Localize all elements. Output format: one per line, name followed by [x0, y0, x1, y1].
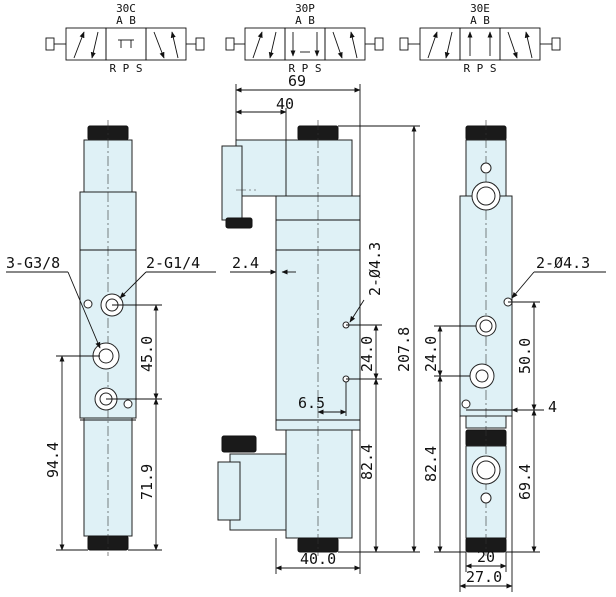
dim-82-rear: 82.4: [422, 446, 440, 482]
dim-holes-side: 2-Ø4.3: [366, 242, 384, 296]
symbol-top-ports: A B: [470, 14, 490, 27]
valve-symbol-30e: 30E A B R P S: [399, 2, 561, 75]
side-view: 69 40 207.8 2.4 2-Ø4.3 24.0 6.5 82.4 40.…: [217, 72, 420, 574]
port-label-left: 3-G3/8: [6, 254, 60, 272]
dim-40: 40: [276, 95, 294, 113]
dim-27: 27.0: [466, 568, 502, 586]
symbol-bottom-ports: R P S: [288, 62, 321, 75]
dim-45: 45.0: [138, 336, 156, 372]
symbol-title: 30C: [116, 2, 136, 15]
dim-69: 69: [288, 72, 306, 90]
dim-2-4: 2.4: [232, 254, 259, 272]
dim-24-side: 24.0: [358, 336, 376, 372]
dim-40-base: 40.0: [300, 550, 336, 568]
valve-symbol-30p: 30P A B R P S: [225, 2, 384, 75]
symbol-top-ports: A B: [116, 14, 136, 27]
rear-view: 2-Ø4.3 24.0 50.0 4 82.4 69.4 20 27.0: [422, 120, 606, 592]
dim-50: 50.0: [516, 338, 534, 374]
symbol-title: 30E: [470, 2, 490, 15]
dim-71: 71.9: [138, 464, 156, 500]
port-label-right: 2-G1/4: [146, 254, 200, 272]
front-view: 3-G3/8 2-G1/4 45.0 94.4 71.9: [6, 120, 216, 556]
valve-symbol-30c: 30C A B R P S: [45, 2, 205, 75]
dim-holes-rear: 2-Ø4.3: [536, 254, 590, 272]
dim-207: 207.8: [395, 327, 413, 372]
symbol-top-ports: A B: [295, 14, 315, 27]
dim-82-side: 82.4: [358, 444, 376, 480]
dim-94: 94.4: [44, 442, 62, 478]
symbol-bottom-ports: R P S: [109, 62, 142, 75]
symbol-bottom-ports: R P S: [463, 62, 496, 75]
dim-6-5: 6.5: [298, 394, 325, 412]
dim-69-rear: 69.4: [516, 464, 534, 500]
symbol-title: 30P: [295, 2, 315, 15]
dim-20: 20: [477, 548, 495, 566]
dim-24-rear: 24.0: [422, 336, 440, 372]
dim-4: 4: [548, 398, 557, 416]
